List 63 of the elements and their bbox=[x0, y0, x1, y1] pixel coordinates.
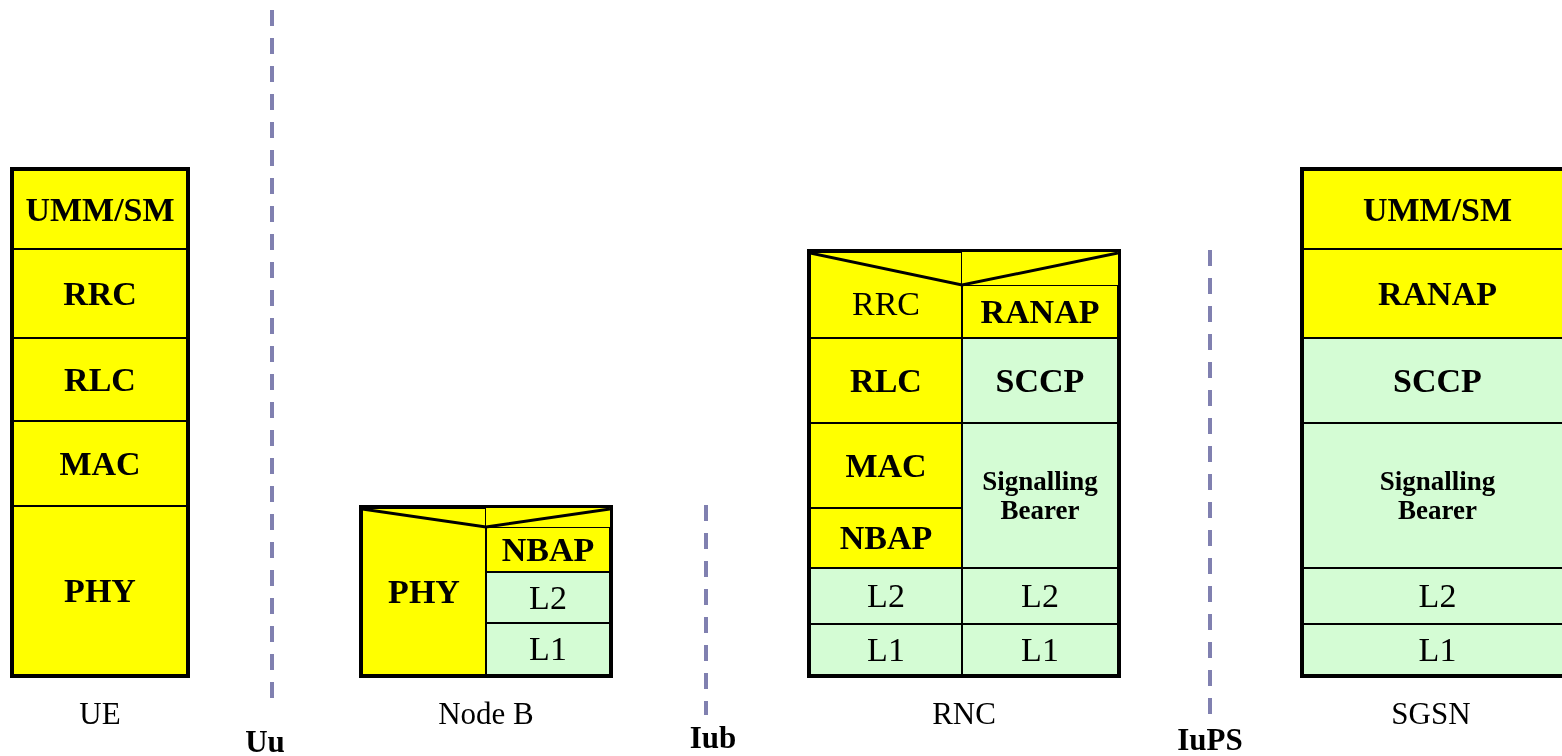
protocol-layer-box bbox=[810, 338, 962, 423]
protocol-layer-box bbox=[810, 252, 962, 338]
protocol-layer-box bbox=[13, 338, 187, 421]
layer-name: PHY bbox=[64, 572, 136, 609]
protocol-layer-box bbox=[1303, 568, 1562, 624]
protocol-layer-box bbox=[962, 624, 1118, 675]
protocol-layer-box bbox=[1303, 624, 1562, 675]
layer-name: L1 bbox=[1418, 631, 1457, 668]
protocol-layer-box bbox=[810, 423, 962, 508]
layer-name: L2 bbox=[529, 579, 567, 616]
layer-name: RRC bbox=[851, 286, 920, 322]
protocol-layer-box bbox=[1303, 423, 1562, 568]
layer-name: NBAP bbox=[839, 520, 933, 556]
protocol-layer-box bbox=[962, 338, 1118, 423]
protocol-layer-box bbox=[486, 527, 610, 572]
layer-name: MAC bbox=[59, 445, 141, 482]
protocol-layer-box bbox=[810, 508, 962, 568]
protocol-layer-box bbox=[13, 249, 187, 338]
layer-name: MAC bbox=[845, 447, 927, 484]
layer-name: L1 bbox=[529, 631, 567, 667]
node-caption: UE bbox=[79, 696, 121, 732]
layer-name: Signalling Bearer bbox=[981, 467, 1099, 524]
layer-name: L1 bbox=[1021, 631, 1059, 668]
protocol-layer-box bbox=[1303, 170, 1562, 249]
interface-label: IuPS bbox=[1177, 722, 1243, 756]
protocol-layer-box bbox=[962, 423, 1118, 568]
protocol-layer-box bbox=[1303, 249, 1562, 338]
layer-name: L2 bbox=[867, 578, 905, 614]
layer-name: L1 bbox=[867, 631, 905, 668]
node-caption: Node B bbox=[438, 696, 534, 732]
layer-name: RLC bbox=[850, 362, 922, 399]
protocol-stack-box bbox=[1300, 167, 1562, 678]
protocol-stack-box bbox=[10, 167, 190, 678]
layer-name: UMM/SM bbox=[1362, 191, 1513, 228]
layer-name: SCCP bbox=[995, 362, 1085, 399]
protocol-layer-box bbox=[13, 170, 187, 249]
protocol-layer-box bbox=[362, 508, 486, 675]
protocol-layer-box bbox=[962, 285, 1118, 338]
interface-label: Uu bbox=[245, 724, 285, 756]
layer-name: RLC bbox=[64, 361, 136, 398]
layer-name: Signalling Bearer bbox=[1378, 467, 1497, 524]
protocol-stack-box bbox=[359, 505, 613, 678]
protocol-layer-box bbox=[810, 568, 962, 624]
layer-name: NBAP bbox=[501, 531, 595, 568]
protocol-layer-box bbox=[1303, 338, 1562, 423]
protocol-layer-box bbox=[486, 572, 610, 623]
layer-name: RRC bbox=[63, 275, 137, 312]
layer-name: PHY bbox=[388, 573, 460, 610]
protocol-stack-box bbox=[807, 249, 1121, 678]
layer-name: RANAP bbox=[980, 293, 1100, 330]
protocol-layer-box bbox=[962, 568, 1118, 624]
layer-name: RANAP bbox=[1378, 275, 1497, 312]
node-caption: SGSN bbox=[1391, 696, 1471, 732]
interface-label: Iub bbox=[689, 720, 737, 756]
node-caption: RNC bbox=[932, 696, 996, 732]
protocol-layer-box bbox=[810, 624, 962, 675]
layer-name: UMM/SM bbox=[25, 191, 175, 228]
layer-name: SCCP bbox=[1393, 362, 1482, 399]
layer-name: L2 bbox=[1021, 578, 1059, 614]
protocol-layer-box bbox=[486, 623, 610, 675]
protocol-layer-box bbox=[13, 421, 187, 506]
protocol-layer-box bbox=[13, 506, 187, 675]
layer-name: L2 bbox=[1418, 578, 1457, 614]
